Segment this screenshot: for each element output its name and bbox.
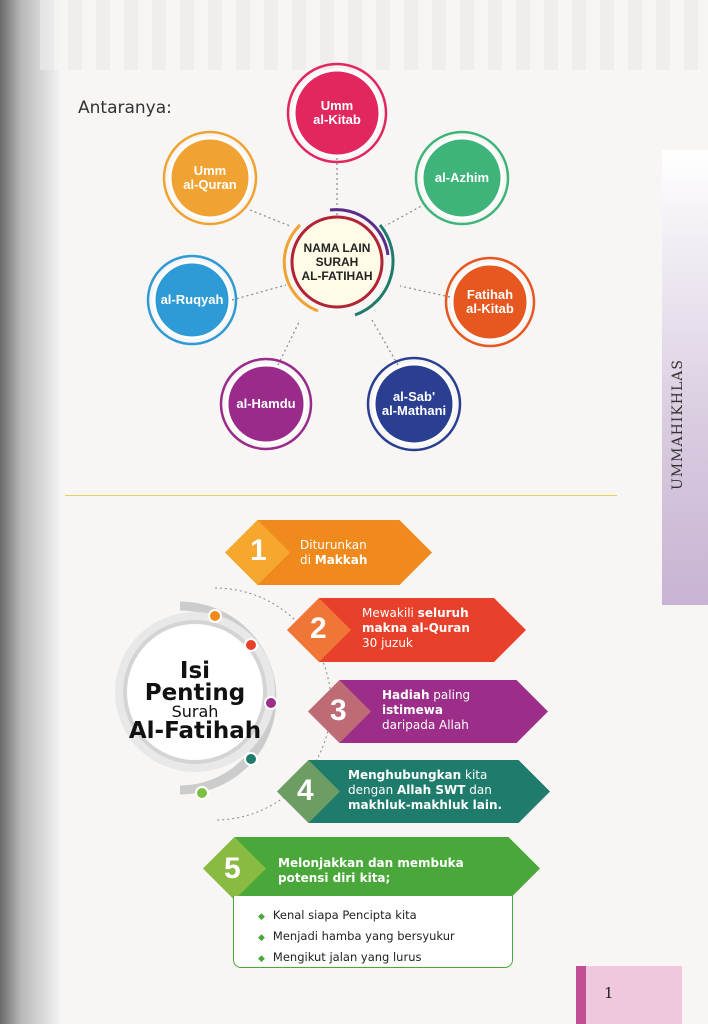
point-5-number: 5	[224, 852, 241, 885]
center-label: NAMA LAIN SURAH AL-FATIHAH	[301, 241, 373, 283]
name-bubble-ring	[366, 356, 462, 452]
point-banner	[287, 598, 526, 662]
page-number-box: 1	[576, 966, 682, 1024]
list-item: Mengikut jalan yang lurus	[273, 948, 512, 969]
isi-penting-title: Isi Penting Surah Al-Fatihah	[128, 658, 262, 744]
point-5-list: Kenal siapa Pencipta kita Menjadi hamba …	[233, 896, 513, 968]
point-number-diamond	[308, 680, 371, 743]
point-3-number: 3	[330, 694, 347, 727]
list-item: Kenal siapa Pencipta kita	[273, 906, 512, 927]
point-banner	[308, 680, 548, 743]
name-bubble	[152, 260, 232, 340]
name-bubble-label: al-Hamdu	[236, 396, 296, 411]
center-circle	[290, 215, 384, 309]
name-bubble	[420, 136, 504, 220]
name-bubble-label: Fatihah al-Kitab	[466, 287, 514, 316]
point-banner	[203, 837, 540, 900]
point-banner	[225, 520, 432, 585]
name-bubble	[372, 362, 456, 446]
point-banner	[277, 760, 550, 823]
point-number-diamond	[277, 760, 340, 823]
page-number: 1	[604, 984, 614, 1002]
name-bubble-label: Umm al-Quran	[183, 163, 237, 192]
list-item: Menjadi hamba yang bersyukur	[273, 927, 512, 948]
point-number-diamond	[287, 598, 351, 662]
page-gutter-shadow	[0, 0, 60, 1024]
name-bubble	[450, 262, 530, 342]
name-bubble-label: al-Azhim	[434, 170, 490, 185]
name-bubble	[225, 363, 307, 445]
point-number-diamond	[203, 837, 266, 900]
name-bubble-ring	[219, 357, 313, 451]
name-bubble-ring	[444, 256, 536, 348]
name-bubble	[168, 136, 252, 220]
name-bubble-label: Umm al-Kitab	[313, 98, 361, 127]
point-1-number: 1	[250, 534, 267, 567]
point-4-number: 4	[297, 774, 314, 807]
name-bubble-label: al-Ruqyah	[160, 292, 224, 307]
point-number-diamond	[225, 520, 290, 585]
name-bubble-label: al-Sab' al-Mathani	[381, 389, 447, 418]
name-bubble-ring	[286, 62, 388, 164]
point-2-number: 2	[310, 612, 327, 645]
intro-text: Antaranya:	[78, 98, 172, 118]
name-bubble-ring	[146, 254, 238, 346]
side-tab-label: UMMAHIKHLAS	[670, 359, 686, 490]
name-bubble-ring	[414, 130, 510, 226]
name-bubble	[292, 68, 382, 158]
side-tab: UMMAHIKHLAS	[662, 150, 708, 605]
name-bubble-ring	[162, 130, 258, 226]
decorative-pattern	[40, 0, 708, 70]
divider	[65, 495, 617, 496]
